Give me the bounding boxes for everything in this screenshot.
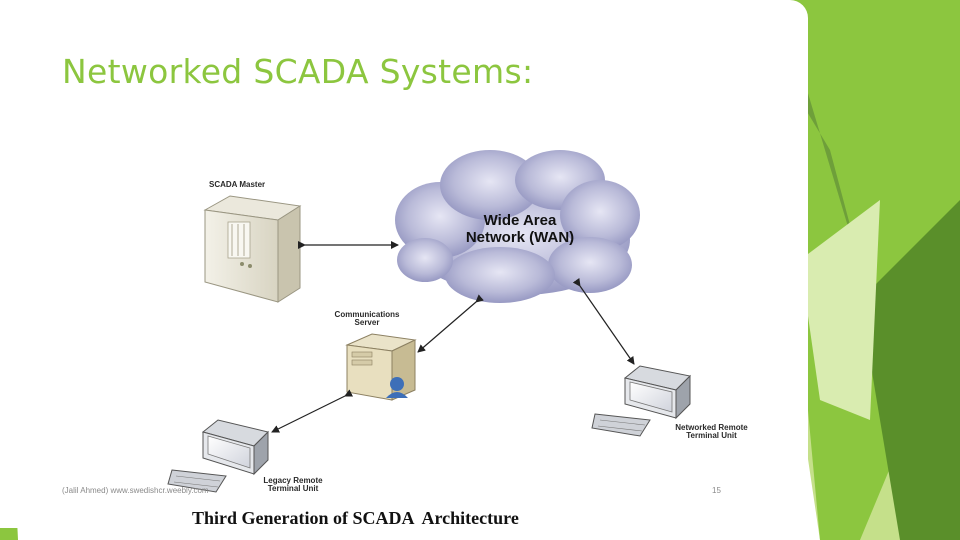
legacy-rtu-computer-icon (167, 419, 269, 493)
networked-rtu-label: Networked Remote Terminal Unit (675, 423, 748, 441)
wan-label: Wide Area Network (WAN) (465, 212, 575, 246)
arrow-comm-server-legacy-rtu (271, 389, 354, 433)
networked-rtu-computer-icon (591, 365, 692, 437)
scada-master-label: SCADA Master (209, 180, 266, 189)
communications-server-icon (345, 333, 417, 401)
footer-attribution: (Jalil Ahmed) www.swedishcr.weebly.com (62, 486, 209, 495)
diagram-caption: Third Generation of SCADA Architecture (192, 508, 519, 528)
arrow-wan-comm-server (417, 294, 484, 353)
right-decoration-pale (800, 200, 880, 420)
page-number: 15 (712, 486, 721, 495)
slide-title: Networked SCADA Systems: (62, 52, 534, 91)
wan-cloud-icon (395, 150, 640, 303)
legacy-rtu-label: Legacy Remote Terminal Unit (263, 476, 323, 494)
right-decoration-dark-2 (860, 200, 960, 540)
arrow-wan-networked-rtu (572, 277, 635, 365)
communications-server-label: Communications Server (334, 310, 400, 328)
scada-master-icon (203, 195, 302, 303)
